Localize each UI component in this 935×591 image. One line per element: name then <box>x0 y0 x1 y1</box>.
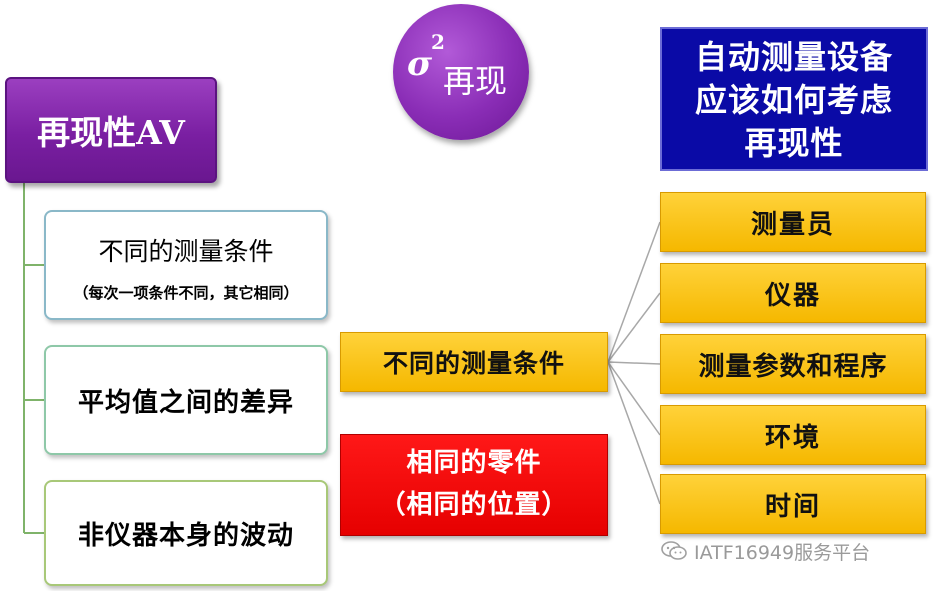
condition-label: 环境 <box>764 422 821 453</box>
same-part-line-2: （相同的位置） <box>379 490 569 520</box>
title-line-3: 再现性 <box>744 124 844 162</box>
condition-label: 测量员 <box>750 209 835 240</box>
condition-label: 仪器 <box>764 280 821 311</box>
condition-operator: 测量员 <box>660 192 926 252</box>
circle-word: 再现 <box>443 62 508 100</box>
title-line-2: 应该如何考虑 <box>694 81 893 119</box>
same-part-box: 相同的零件 （相同的位置） <box>340 434 608 536</box>
fan-line-3 <box>607 361 661 365</box>
condition-environment: 环境 <box>660 405 926 465</box>
left-item-title: 不同的测量条件 <box>98 237 274 266</box>
same-part-line-1: 相同的零件 <box>406 448 542 478</box>
title-box: 自动测量设备 应该如何考虑 再现性 <box>660 27 928 171</box>
fan-line-2 <box>607 292 661 363</box>
condition-instrument: 仪器 <box>660 263 926 323</box>
wechat-logo-icon <box>661 541 687 560</box>
title-line-1: 自动测量设备 <box>694 38 893 76</box>
watermark: IATF16949服务平台 <box>660 536 920 566</box>
condition-time: 时间 <box>660 474 926 534</box>
left-item-different-conditions: 不同的测量条件 （每次一项条件不同，其它相同） <box>44 210 328 320</box>
sigma-squared-circle: σ 2 再现 <box>393 4 529 140</box>
left-item-note: （每次一项条件不同，其它相同） <box>73 284 299 302</box>
condition-label: 测量参数和程序 <box>698 351 888 382</box>
fan-line-4 <box>607 361 661 436</box>
center-conditions-box: 不同的测量条件 <box>340 332 608 392</box>
reproducibility-root-box: 再现性AV <box>5 77 217 183</box>
sigma-superscript: 2 <box>431 30 445 54</box>
left-item-mean-difference: 平均值之间的差异 <box>44 345 328 455</box>
left-item-title: 平均值之间的差异 <box>77 387 294 418</box>
left-item-title: 非仪器本身的波动 <box>77 520 294 551</box>
fan-line-1 <box>607 221 661 363</box>
fan-line-5 <box>607 361 661 505</box>
condition-label: 时间 <box>764 491 821 522</box>
left-item-non-instrument-variation: 非仪器本身的波动 <box>44 480 328 586</box>
center-label: 不同的测量条件 <box>382 349 565 378</box>
condition-parameters-procedure: 测量参数和程序 <box>660 334 926 394</box>
sigma-symbol: σ <box>407 44 433 84</box>
watermark-text: IATF16949服务平台 <box>694 541 871 564</box>
root-label: 再现性AV <box>37 113 185 152</box>
